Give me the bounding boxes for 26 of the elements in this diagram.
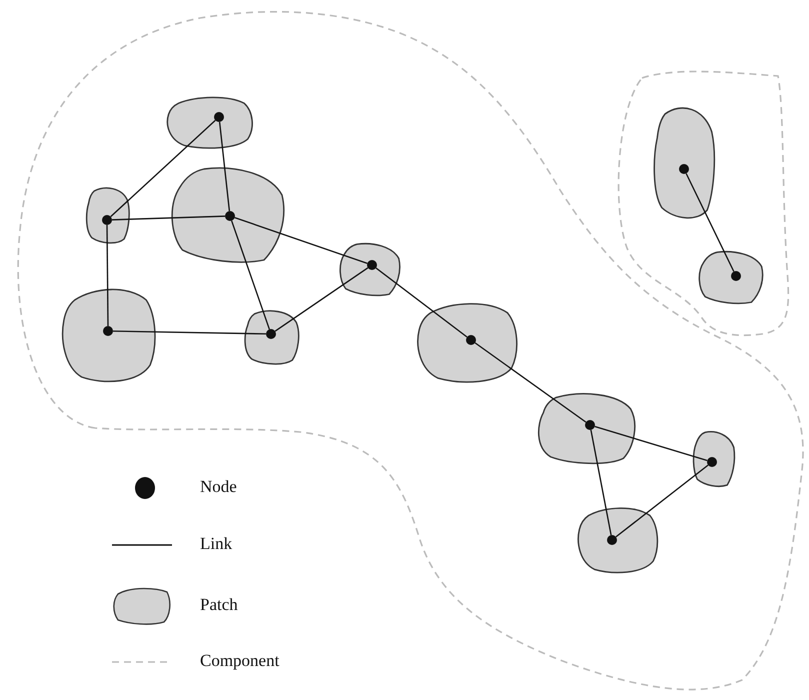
habitat-patch xyxy=(697,250,765,305)
legend-label: Node xyxy=(200,477,237,497)
habitat-patch xyxy=(692,430,736,488)
link-line xyxy=(590,430,612,536)
habitat-patch xyxy=(576,505,660,575)
habitat-patch xyxy=(338,242,402,297)
link-line xyxy=(112,216,226,220)
link-line xyxy=(376,267,468,338)
link-line xyxy=(112,330,266,335)
link-line xyxy=(106,225,109,326)
legend-label: Link xyxy=(200,534,232,554)
habitat-patch xyxy=(85,185,131,245)
habitat-patch xyxy=(415,300,520,385)
legend-label: Component xyxy=(200,651,280,671)
link-line xyxy=(594,426,708,462)
habitat-patch xyxy=(243,308,301,366)
legend-label: Patch xyxy=(200,595,238,615)
link-line xyxy=(110,120,216,218)
link-line xyxy=(616,464,708,538)
link-line xyxy=(230,220,270,330)
link-line xyxy=(686,173,734,272)
link-line xyxy=(234,216,368,264)
link-line xyxy=(274,267,368,332)
link-line xyxy=(218,122,230,212)
link-line xyxy=(474,342,586,423)
habitat-patch xyxy=(165,95,255,150)
